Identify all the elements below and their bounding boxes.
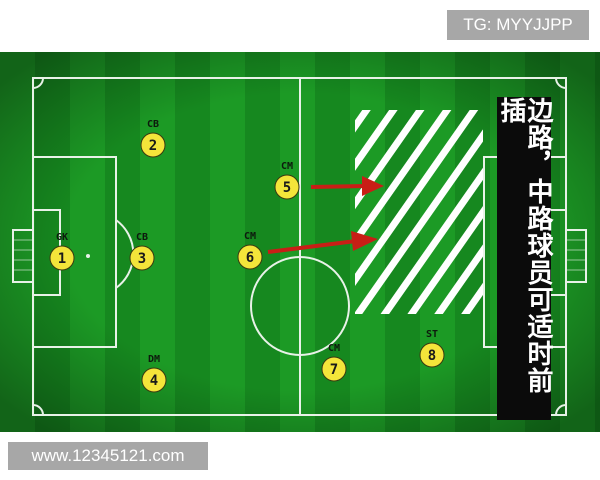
pitch-lines [12,77,587,416]
svg-text:DM: DM [148,354,160,365]
run-arrows [267,176,384,254]
svg-text:5: 5 [283,180,291,196]
svg-text:CM: CM [328,343,340,354]
svg-text:1: 1 [58,251,66,267]
player-cm-6: CM 6 [237,231,263,270]
svg-text:CM: CM [281,161,293,172]
player-gk: GK 1 [49,232,75,271]
svg-text:CB: CB [147,119,159,130]
callout-text: 边路，中路球员可适时前插 [496,97,553,394]
watermark-top: TG: MYYJJPP [447,10,589,40]
svg-text:6: 6 [246,250,254,266]
player-dm-4: DM 4 [141,354,167,393]
svg-text:CM: CM [244,231,256,242]
tactic-callout: 边路，中路球员可适时前插 [496,97,553,420]
svg-text:4: 4 [150,373,158,389]
svg-text:2: 2 [149,138,157,154]
svg-text:ST: ST [426,329,438,340]
svg-text:3: 3 [138,251,146,267]
svg-text:GK: GK [56,232,68,243]
player-cb-3: CB 3 [129,232,155,271]
player-st-8: ST 8 [419,329,445,368]
svg-text:7: 7 [330,362,338,378]
attack-zone-hatch [355,110,483,314]
player-cb-2: CB 2 [140,119,166,158]
player-cm-7: CM 7 [321,343,347,382]
svg-text:CB: CB [136,232,148,243]
player-cm-5: CM 5 [274,161,300,200]
svg-text:8: 8 [428,348,436,364]
watermark-bottom: www.12345121.com [8,442,208,470]
